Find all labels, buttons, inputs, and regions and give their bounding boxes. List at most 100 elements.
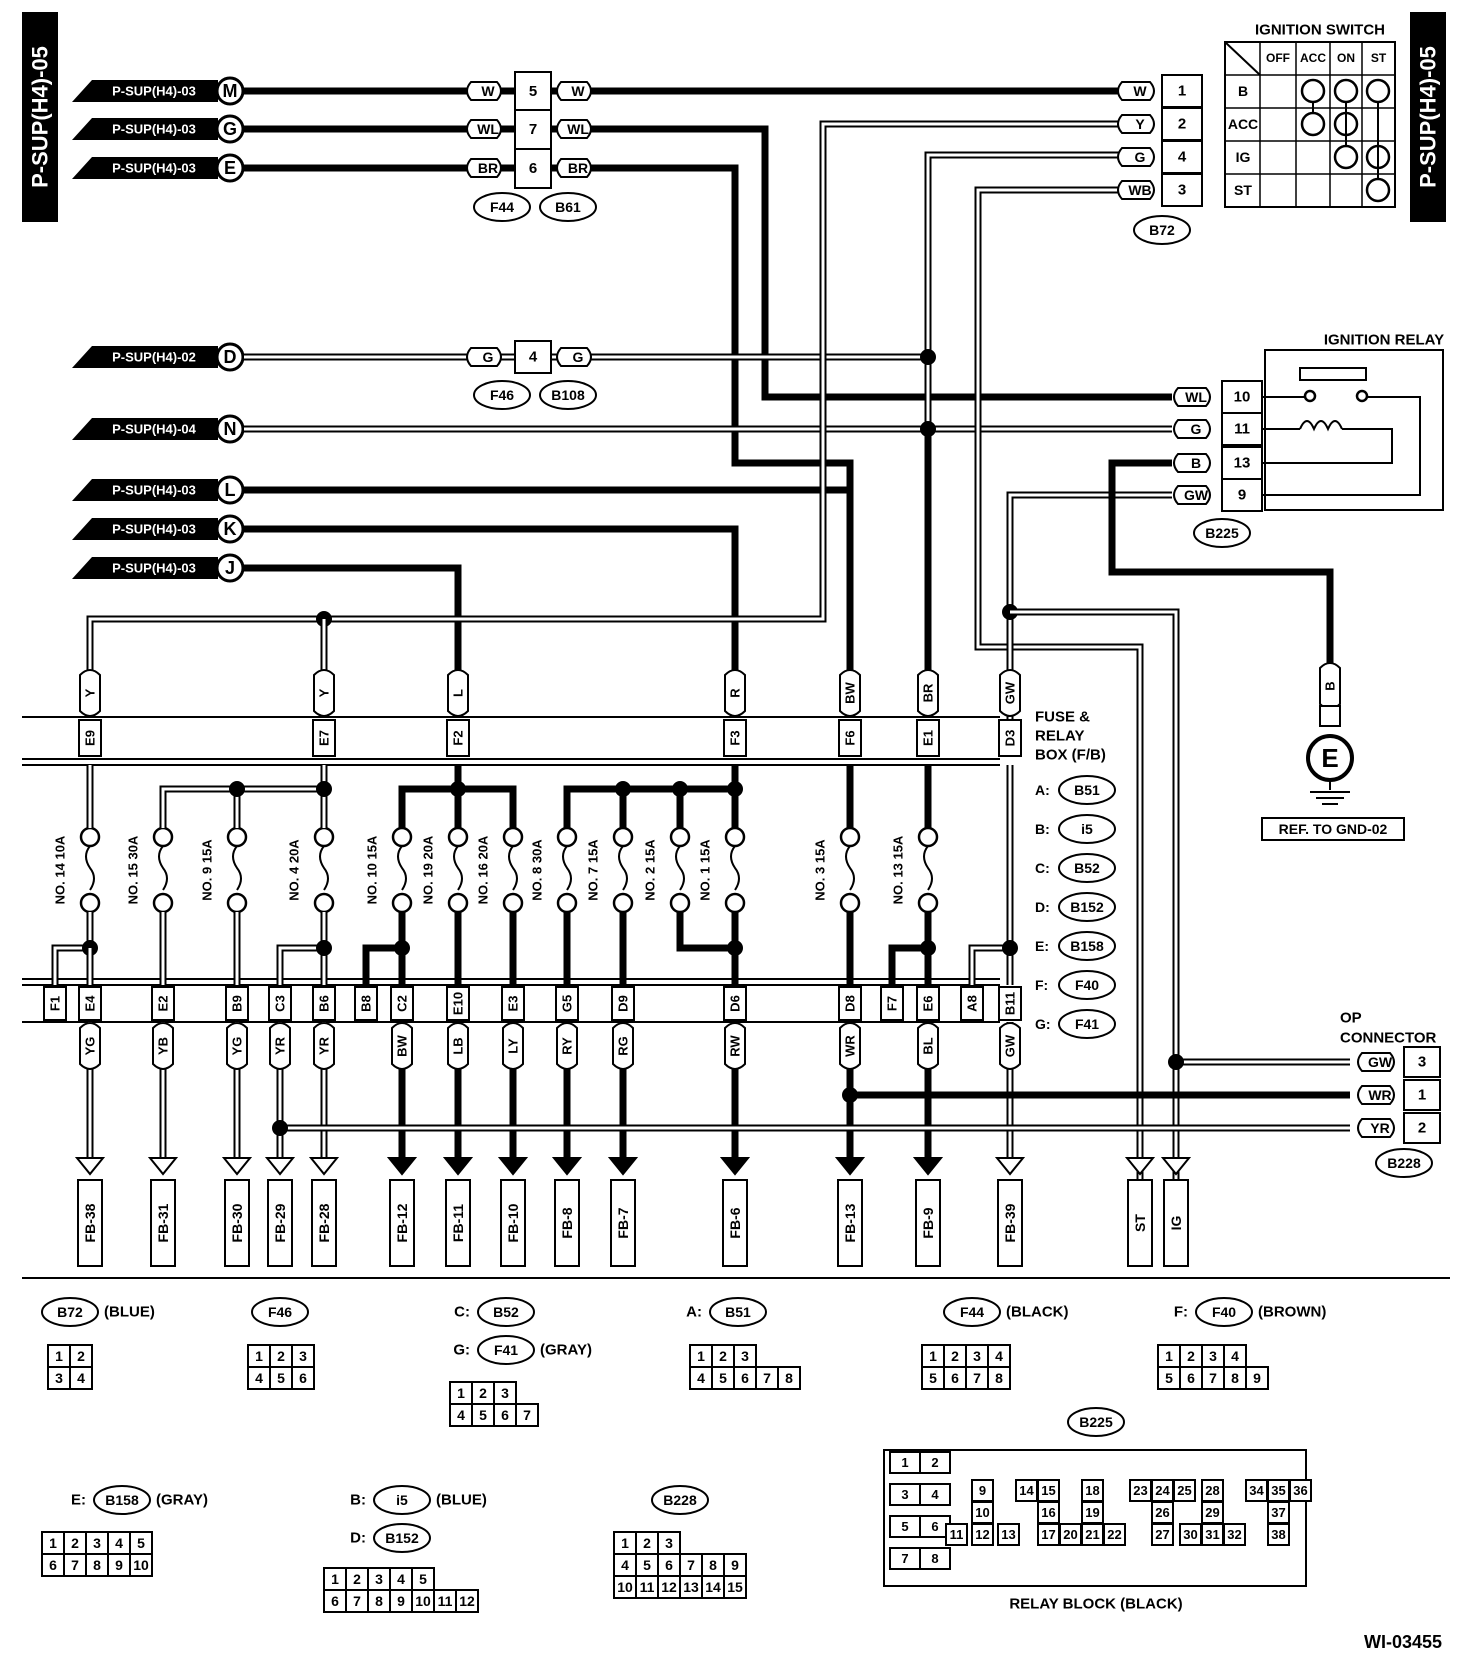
view-B225-cell-35: 35 — [1271, 1483, 1285, 1498]
bus-E7 — [159, 785, 324, 828]
view-B158-cell-6: 6 — [49, 1557, 57, 1573]
view-B152-cell-12: 12 — [459, 1593, 475, 1609]
f44-pin-0: 5 — [529, 83, 537, 100]
ign-pin-B-box — [1161, 74, 1203, 108]
fuse-terminal — [313, 826, 335, 848]
view-F41-cell-2: 2 — [479, 1385, 487, 1401]
view-B51-name-oval — [709, 1297, 767, 1327]
input-letter-D: D — [224, 347, 237, 367]
fuse-terminal — [79, 892, 101, 914]
view-B225-cell-14: 14 — [1019, 1483, 1034, 1498]
b61-wire-0-tag — [556, 81, 592, 101]
wire-WL — [244, 125, 1172, 401]
fb-bot-pin-B6-box — [312, 986, 336, 1021]
out-wire-label-0-tag — [79, 1022, 101, 1070]
fuse-label-9: NO. 2 15A — [643, 839, 658, 901]
b61-wire-2-tag — [556, 158, 592, 178]
f44-wire-0: W — [481, 83, 495, 99]
wire-WB-ST-core — [976, 188, 1142, 1180]
out-dest-FB-10-box — [500, 1179, 526, 1267]
out-arrow — [551, 1157, 583, 1176]
input-letter-M: M — [223, 81, 238, 101]
fb-top-wire-4-tag — [839, 669, 861, 717]
out-wire-label-12: BL — [921, 1037, 936, 1054]
fuse-terminal — [1365, 78, 1391, 104]
fuse-terminal — [226, 826, 248, 848]
fuse-terminal — [502, 826, 524, 848]
junction-dot — [842, 1087, 858, 1103]
out-dest-FB-11: FB-11 — [450, 1204, 466, 1242]
conn-F46: F46 — [490, 387, 514, 403]
op-wire-2-tag — [1357, 1118, 1395, 1138]
out-arrow — [1124, 1157, 1156, 1176]
ign-wire-B: W — [1133, 83, 1147, 99]
fuse-terminal — [612, 826, 634, 848]
junction-dot — [672, 781, 688, 797]
view-B225-cell-22-box — [1103, 1523, 1126, 1546]
view-B225-cell-15: 15 — [1041, 1483, 1055, 1498]
view-F41-name: F41 — [494, 1342, 518, 1358]
out-wire-label-10-tag — [724, 1022, 746, 1070]
view-F41-cell-1: 1 — [457, 1385, 465, 1401]
b61-wire-0: W — [571, 83, 585, 99]
view-B72-cell-4: 4 — [77, 1370, 85, 1386]
view-F40-cell-6: 6 — [1187, 1370, 1195, 1386]
view-B225-cell-27: 27 — [1155, 1527, 1169, 1542]
out-dest-FB-31: FB-31 — [155, 1203, 171, 1242]
out-arrow — [912, 1157, 944, 1176]
out-D6a — [676, 912, 735, 952]
fuse-element — [845, 845, 855, 891]
fb-top-pin-E7: E7 — [317, 730, 332, 746]
page-tab-left-label: P-SUP(H4)-05 — [28, 46, 53, 188]
view-B225-cell-30: 30 — [1183, 1527, 1197, 1542]
fb-conn-i5-oval — [1058, 814, 1116, 844]
view-F44-cell-4: 4 — [995, 1348, 1003, 1364]
fuse-terminal — [556, 826, 578, 848]
op-pin-1-box — [1403, 1079, 1441, 1111]
f46-wire-tag — [466, 347, 502, 367]
relay-wire-11: G — [1191, 421, 1202, 437]
ignition-relay-title: IGNITION RELAY — [1324, 332, 1444, 349]
fuse-label-1: NO. 15 30A — [126, 835, 141, 904]
fb-conn-B158-oval — [1058, 931, 1116, 961]
view-B225-cell-22: 22 — [1107, 1527, 1121, 1542]
view-F44-cell-1: 1 — [929, 1348, 937, 1364]
out-dest-FB-38: FB-38 — [82, 1203, 98, 1242]
out-wire-label-9-tag — [612, 1022, 634, 1070]
input-ref-D: P-SUP(H4)-02 — [112, 350, 196, 365]
view-B228-cell-9: 9 — [731, 1557, 739, 1573]
view-B158-cell-10-box — [129, 1553, 153, 1577]
view-B158-cell-7: 7 — [71, 1557, 79, 1573]
view-B152-cell-5: 5 — [419, 1571, 427, 1587]
out-dest-FB-7: FB-7 — [615, 1207, 631, 1238]
out-arrow — [719, 1157, 751, 1176]
view-F44-name: F44 — [960, 1304, 984, 1320]
view-B228-cell-3: 3 — [665, 1535, 673, 1551]
view-F41-cell-7: 7 — [523, 1407, 531, 1423]
fuse-element — [618, 845, 628, 891]
out-dest-FB-12: FB-12 — [394, 1203, 410, 1242]
out-dest-FB-8-box — [554, 1179, 580, 1267]
junction-dot — [615, 781, 631, 797]
out-F7 — [888, 944, 928, 985]
fb-bot-pin-B11-box — [998, 986, 1022, 1021]
fb-top-pin-F2-box — [446, 719, 470, 757]
view-F40-cell-9-box — [1245, 1366, 1269, 1390]
wire-G-IG-core — [926, 153, 1126, 357]
input-letter-M-circle — [215, 76, 245, 106]
conn-F44: F44 — [490, 199, 514, 215]
fuse-terminal — [669, 826, 691, 848]
view-F41-name-oval — [477, 1335, 535, 1365]
out-arrow — [147, 1157, 179, 1176]
view-B51-cell-7: 7 — [763, 1370, 771, 1386]
junction-dot — [272, 1120, 288, 1136]
ign-pin-ST: 3 — [1178, 182, 1186, 199]
out-wire-label-13: GW — [1003, 1034, 1018, 1057]
fb-conn-F41: F41 — [1075, 1016, 1099, 1032]
fuse-terminal — [1303, 389, 1317, 403]
fb-bot-pin-E2-box — [151, 986, 175, 1021]
fuse-label-10: NO. 1 15A — [698, 839, 713, 901]
fuse-label-11: NO. 3 15A — [813, 839, 828, 901]
out-dest-FB-39: FB-39 — [1002, 1203, 1018, 1242]
out-dest-FB-31-box — [150, 1179, 176, 1267]
